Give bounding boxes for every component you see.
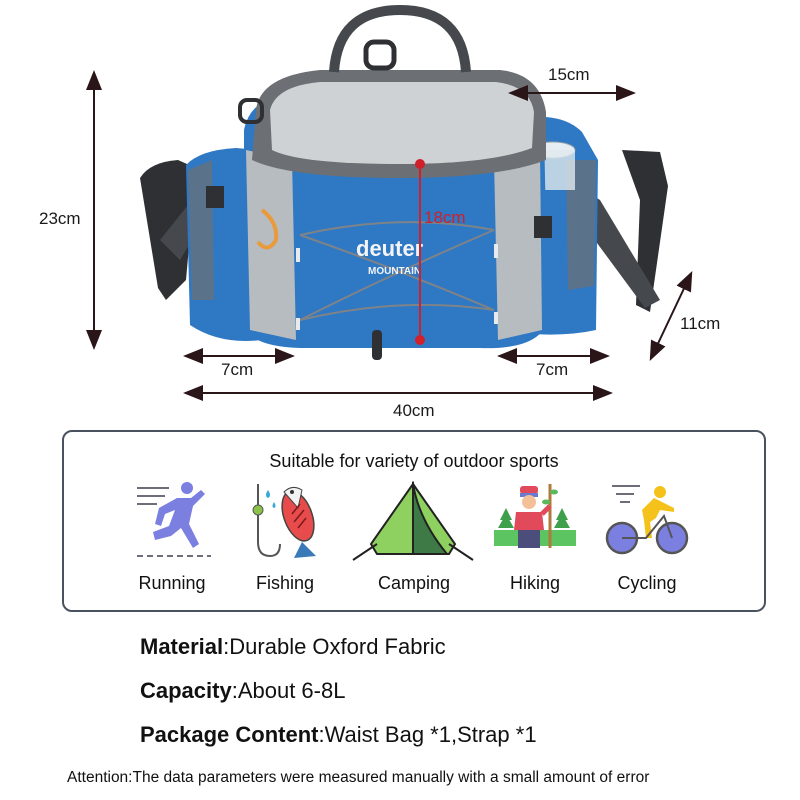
sport-cycling: Cycling: [592, 480, 702, 600]
sport-label: Running: [138, 573, 206, 593]
side-depth-dimension-line: [649, 270, 693, 362]
sport-label: Camping: [377, 573, 451, 593]
right-pocket-label: 7cm: [536, 360, 569, 379]
spec-value: :Durable Oxford Fabric: [223, 634, 446, 659]
lid-top: [270, 82, 534, 164]
spec-key: Capacity: [140, 678, 232, 703]
height-label: 23cm: [39, 209, 81, 228]
sport-camping: Camping: [351, 480, 477, 600]
top-depth-label: 15cm: [548, 65, 590, 84]
sport-label: Cycling: [617, 573, 677, 593]
width-label: 40cm: [393, 401, 435, 420]
sport-running: Running: [117, 480, 227, 600]
spec-package-content: Package Content:Waist Bag *1,Strap *1: [140, 722, 537, 748]
sport-label: Hiking: [509, 573, 561, 593]
side-depth-label: 11cm: [680, 314, 721, 333]
attention-note: Attention:The data parameters were measu…: [67, 769, 650, 786]
hiker-icon: [494, 484, 576, 548]
brand-sub: MOUNTAIN: [368, 266, 421, 277]
brand-logo: deuter: [356, 236, 424, 261]
left-pocket-label: 7cm: [221, 360, 254, 379]
suitable-sports-panel: Suitable for variety of outdoor sports R…: [62, 430, 766, 612]
fish-hook-icon: [252, 484, 316, 558]
sport-label: Fishing: [255, 573, 315, 593]
front-height-label: 18cm: [424, 208, 466, 227]
product-stage: deuter MOUNTAIN 23cm 15cm 18cm 11cm 7cm …: [39, 4, 721, 420]
waist-bag-illustration: deuter MOUNTAIN: [86, 4, 693, 401]
tent-icon: [352, 480, 474, 561]
spec-key: Material: [140, 634, 224, 659]
spec-material: Material:Durable Oxford Fabric: [140, 634, 446, 660]
running-person-icon: [137, 482, 211, 557]
sport-hiking: Hiking: [480, 480, 590, 600]
spec-capacity: Capacity:About 6-8L: [140, 678, 345, 704]
spec-key: Package Content: [140, 722, 319, 747]
right-waist-strap: [622, 150, 668, 312]
cyclist-icon: [605, 485, 689, 555]
sports-title: Suitable for variety of outdoor sports: [269, 451, 559, 471]
sport-fishing: Fishing: [230, 480, 340, 600]
spec-value: :About 6-8L: [231, 678, 346, 703]
spec-value: :Waist Bag *1,Strap *1: [318, 722, 537, 747]
